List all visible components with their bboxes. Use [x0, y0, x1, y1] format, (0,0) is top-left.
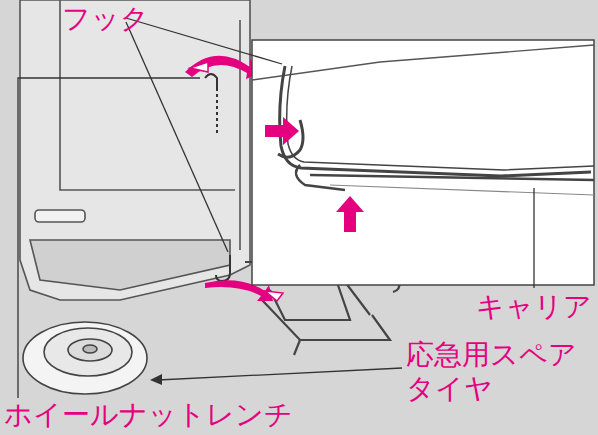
spare-tire [23, 322, 147, 394]
hook [205, 74, 230, 281]
part-label: ホイールナットレンチ [4, 398, 334, 432]
arrowhead [150, 374, 162, 385]
part-label: キャリア [476, 290, 594, 324]
part-label: 応急用スペア タイヤ [406, 338, 594, 405]
part-label: フック [62, 2, 172, 36]
detail-inset [252, 40, 594, 285]
